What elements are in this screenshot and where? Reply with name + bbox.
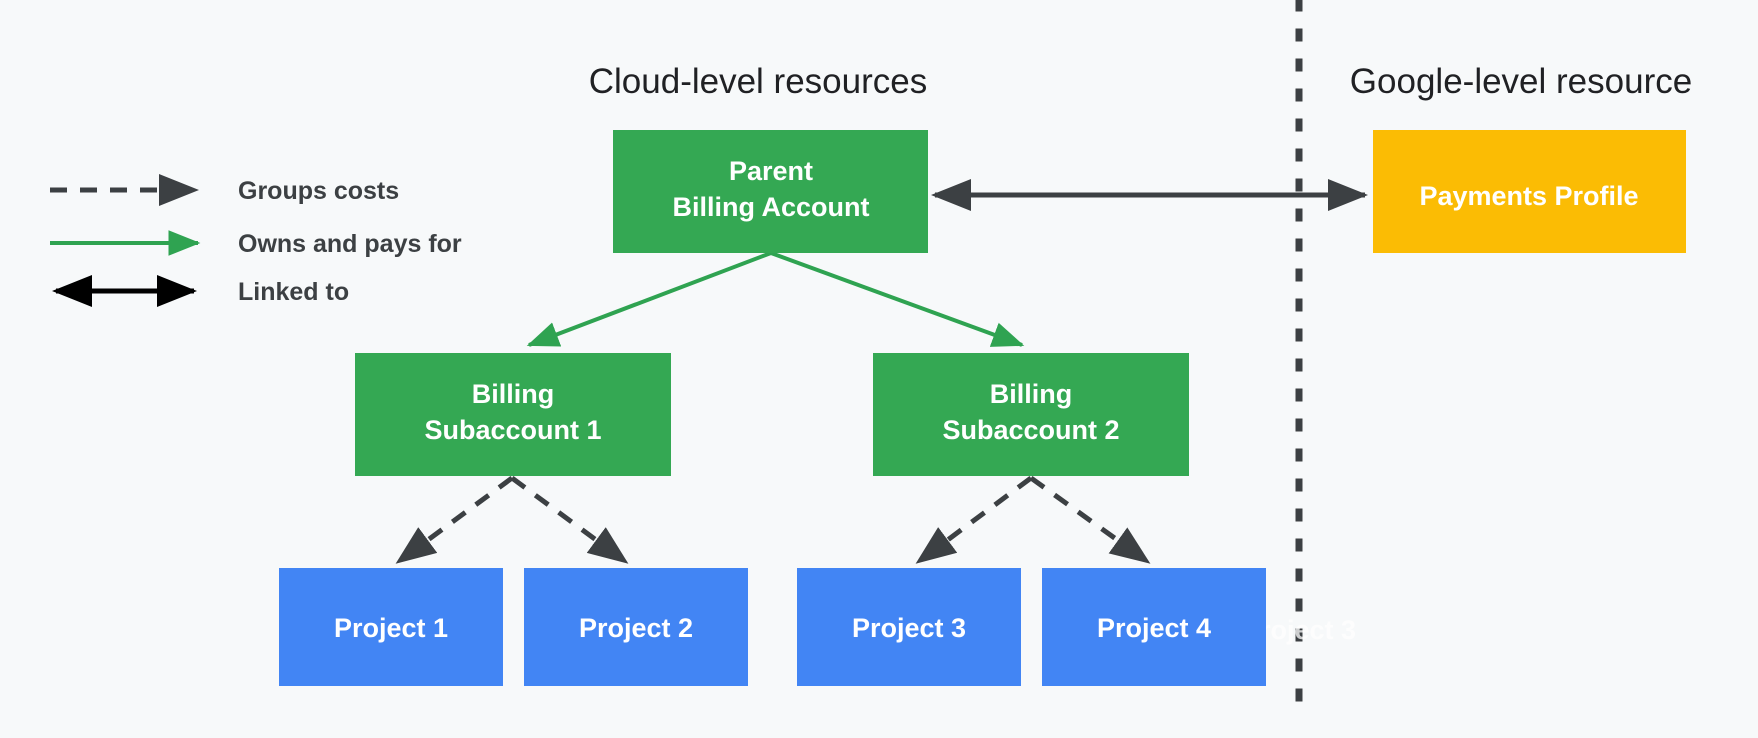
node-project-1[interactable]: Project 1 <box>279 568 503 686</box>
link-subaccount2-to-project3 <box>915 475 1033 565</box>
node-payments-profile[interactable]: Payments Profile <box>1373 130 1686 253</box>
project-1-label: Project 1 <box>334 613 448 643</box>
legend-label-owns-and-pays-for: Owns and pays for <box>238 230 462 258</box>
project-4-label: Project 4 <box>1097 613 1211 643</box>
link-subaccount1-to-project1 <box>395 475 514 565</box>
node-project-3[interactable]: Project 3 <box>797 568 1021 686</box>
billing-subaccount-2-line2: Subaccount 2 <box>942 415 1119 445</box>
node-parent-billing-account[interactable]: Parent Billing Account <box>613 130 928 253</box>
node-billing-subaccount-2[interactable]: Billing Subaccount 2 <box>873 353 1189 476</box>
parent-billing-account-box[interactable] <box>613 130 928 253</box>
billing-subaccount-2-box[interactable] <box>873 353 1189 476</box>
project-3-label: Project 3 <box>852 613 966 643</box>
node-billing-subaccount-1[interactable]: Billing Subaccount 1 <box>355 353 671 476</box>
project-1-box[interactable] <box>279 568 503 686</box>
billing-subaccount-1-box[interactable] <box>355 353 671 476</box>
project-3-box[interactable] <box>797 568 1021 686</box>
project-2-label: Project 2 <box>579 613 693 643</box>
payments-profile-box[interactable] <box>1373 130 1686 253</box>
link-subaccount2-to-project4 <box>1029 475 1151 565</box>
project-4-box[interactable] <box>1042 568 1266 686</box>
billing-subaccount-2-line1: Billing <box>990 379 1073 409</box>
heading-google-level: Google-level resource <box>1350 62 1692 101</box>
node-project-2[interactable]: Project 2 <box>524 568 748 686</box>
link-parent-to-subaccount-1 <box>526 251 772 347</box>
billing-subaccount-1-line1: Billing <box>472 379 555 409</box>
heading-cloud-level: Cloud-level resources <box>589 62 927 101</box>
payments-profile-label: Payments Profile <box>1419 181 1638 211</box>
legend-label-linked-to: Linked to <box>238 278 349 306</box>
link-parent-to-subaccount-2 <box>770 251 1025 347</box>
billing-subaccount-1-line2: Subaccount 1 <box>424 415 601 445</box>
legend: Groups costs Owns and pays for Linked to <box>50 173 462 307</box>
node-project-4[interactable]: Project 4 <box>1042 568 1266 686</box>
legend-item-linked-to: Linked to <box>51 274 349 307</box>
parent-billing-account-line2: Billing Account <box>673 192 870 222</box>
parent-billing-account-line1: Parent <box>729 156 813 186</box>
legend-item-owns-and-pays-for: Owns and pays for <box>50 230 462 258</box>
legend-label-groups-costs: Groups costs <box>238 177 399 205</box>
legend-item-groups-costs: Groups costs <box>50 173 399 206</box>
project-2-box[interactable] <box>524 568 748 686</box>
link-subaccount1-to-project2 <box>510 475 629 565</box>
